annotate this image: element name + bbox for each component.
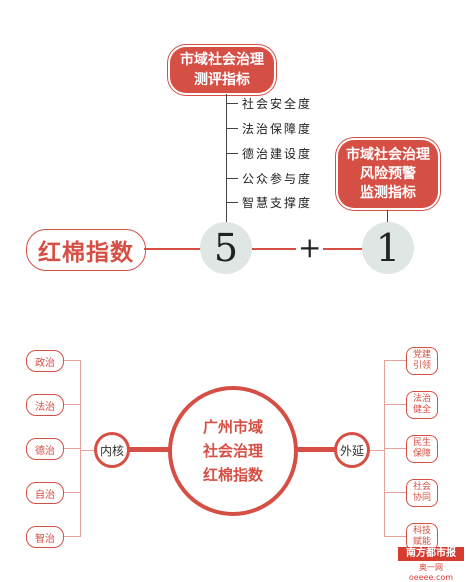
right-item-tech: 科技 赋能 — [406, 523, 438, 551]
inner-core-label: 内核 — [99, 443, 124, 458]
risk-box-line-3: 监测指标 — [360, 184, 416, 201]
main-axis-line — [144, 248, 364, 250]
watermark-title: 南方都市报 — [406, 548, 456, 559]
right-branch-4 — [384, 492, 406, 493]
left-bracket-short — [80, 450, 94, 451]
right-item-livelihood-l1: 民生 — [412, 438, 431, 448]
right-item-tech-l2: 赋能 — [412, 537, 431, 547]
number-five: 5 — [213, 226, 239, 270]
right-branch-5 — [384, 536, 406, 537]
right-bracket-short — [370, 450, 384, 451]
center-line-2: 社会治理 — [202, 442, 263, 460]
tick-5 — [226, 202, 238, 203]
left-branch-3 — [62, 448, 81, 449]
risk-box-line-1: 市域社会治理 — [346, 146, 430, 163]
right-item-society-l2: 协同 — [412, 493, 431, 503]
indicator-social-safety: 社会安全度 — [242, 97, 313, 111]
eval-connector — [226, 94, 227, 224]
outer-bar — [296, 447, 336, 452]
left-item-politics: 政治 — [26, 350, 64, 372]
indicator-rule-of-law: 法治保障度 — [242, 122, 313, 136]
right-branch-3 — [384, 448, 406, 449]
eval-indicator-box: 市域社会治理 测评指标 — [170, 47, 274, 93]
outer-extension-label: 外延 — [339, 443, 364, 458]
center-line-3: 红棉指数 — [202, 466, 263, 484]
left-item-autonomy: 自治 — [26, 482, 64, 504]
right-item-law-l2: 健全 — [412, 405, 431, 415]
left-item-smart: 智治 — [26, 526, 64, 548]
brand-title: 红棉指数 — [38, 239, 134, 266]
indicator-ethics: 德治建设度 — [242, 147, 313, 161]
tick-4 — [226, 178, 238, 179]
center-line-1: 广州市域 — [202, 418, 263, 436]
right-item-society-l1: 社会 — [412, 482, 431, 492]
right-item-livelihood: 民生 保障 — [406, 435, 438, 463]
indicator-smart: 智慧支撑度 — [242, 196, 313, 210]
left-branch-4 — [62, 492, 81, 493]
outer-extension-node: 外延 — [334, 432, 370, 468]
eval-box-line-2: 测评指标 — [194, 72, 250, 88]
left-branch-2 — [62, 404, 81, 405]
tick-2 — [226, 128, 238, 129]
eval-box-line-1: 市域社会治理 — [180, 52, 264, 68]
left-item-law: 法治 — [26, 394, 64, 416]
tick-1 — [226, 103, 238, 104]
right-branch-1 — [384, 360, 406, 361]
indicator-participation: 公众参与度 — [242, 172, 313, 186]
right-item-law-l1: 法治 — [412, 394, 431, 404]
risk-indicator-box: 市域社会治理 风险预警 监测指标 — [338, 140, 438, 208]
right-item-party-l2: 引领 — [412, 361, 431, 371]
left-branch-1 — [62, 360, 81, 361]
brand-pill: 红棉指数 — [26, 229, 146, 271]
right-item-society: 社会 协同 — [406, 479, 438, 507]
number-one-circle: 1 — [362, 222, 414, 274]
risk-box-line-2: 风险预警 — [360, 165, 416, 182]
watermark-logo: 南方都市报 — [398, 547, 464, 561]
right-item-party-l1: 党建 — [412, 350, 431, 360]
center-ring: 广州市域 社会治理 红棉指数 — [168, 386, 298, 516]
right-item-law: 法治 健全 — [406, 391, 438, 419]
risk-connector — [387, 210, 388, 228]
left-item-virtue: 德治 — [26, 438, 64, 460]
number-five-circle: 5 — [200, 222, 252, 274]
inner-bar — [128, 447, 172, 452]
right-item-tech-l1: 科技 — [412, 526, 431, 536]
watermark-sub: 奥一网oeeee.com — [408, 563, 454, 582]
tick-3 — [226, 153, 238, 154]
number-one: 1 — [375, 226, 401, 270]
plus-sign: + — [296, 230, 324, 266]
right-item-party: 党建 引领 — [406, 347, 438, 375]
left-branch-5 — [62, 536, 81, 537]
right-item-livelihood-l2: 保障 — [412, 449, 431, 459]
right-branch-2 — [384, 404, 406, 405]
inner-core-node: 内核 — [94, 432, 130, 468]
